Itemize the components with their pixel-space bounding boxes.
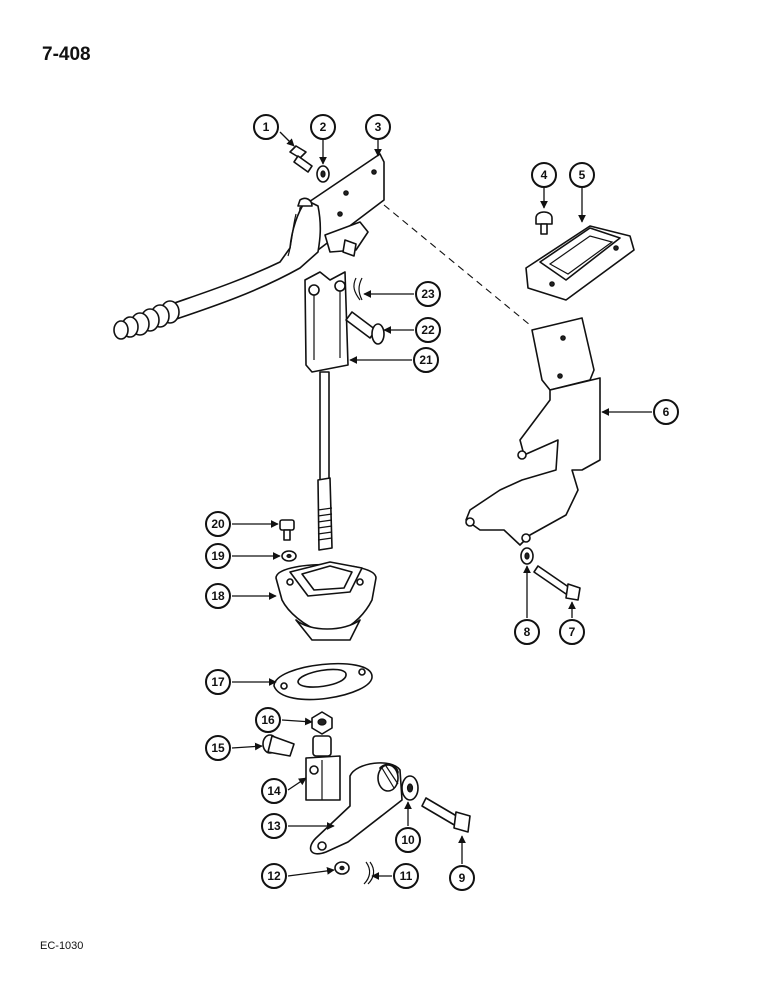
callout-10: 10	[395, 827, 421, 853]
svg-text:12: 12	[267, 869, 281, 883]
screw-part-4	[535, 211, 553, 235]
bracket-part-6	[465, 317, 601, 546]
callout-7: 7	[559, 619, 585, 645]
callout-11: 11	[393, 863, 419, 889]
pin-part-15	[262, 734, 295, 757]
leader-lines	[231, 131, 652, 880]
washer-part-8	[520, 547, 534, 565]
callout-19: 19	[205, 543, 231, 569]
footer-code: EC-1030	[40, 940, 84, 952]
svg-text:11: 11	[400, 869, 413, 883]
svg-text:23: 23	[421, 287, 435, 301]
callout-17: 17	[205, 669, 231, 695]
svg-text:16: 16	[261, 713, 275, 727]
callout-15: 15	[205, 735, 231, 761]
callout-23: 23	[415, 281, 441, 307]
svg-text:10: 10	[401, 833, 415, 847]
washer-part-19	[281, 550, 297, 562]
svg-text:5: 5	[579, 168, 586, 182]
svg-text:4: 4	[541, 168, 548, 182]
bolt-part-9	[421, 797, 471, 833]
clevis-part-14	[305, 735, 341, 801]
callout-16: 16	[255, 707, 281, 733]
fork-rod-part	[304, 271, 349, 551]
nut-part-16	[311, 711, 333, 735]
bolt-part-20	[279, 519, 295, 541]
svg-text:8: 8	[524, 625, 531, 639]
washer-part-12	[334, 861, 350, 875]
svg-text:1: 1	[263, 120, 270, 134]
washer-part-10	[401, 775, 419, 801]
gasket-part-17	[273, 662, 373, 701]
lever-boot-part	[113, 300, 180, 340]
svg-text:18: 18	[211, 589, 225, 603]
svg-text:9: 9	[459, 871, 466, 885]
bolt-part-7	[533, 565, 581, 601]
svg-text:15: 15	[211, 741, 225, 755]
svg-text:6: 6	[663, 405, 670, 419]
svg-text:21: 21	[419, 353, 433, 367]
lever-part-13	[309, 762, 403, 855]
gaiter-part-5	[525, 225, 635, 301]
callout-8: 8	[514, 619, 540, 645]
callout-4: 4	[531, 162, 557, 188]
bolt-part-1	[289, 145, 313, 173]
svg-text:22: 22	[421, 323, 435, 337]
svg-text:7: 7	[569, 625, 576, 639]
cotter-pin-part-11	[363, 861, 375, 885]
callout-21: 21	[413, 347, 439, 373]
callout-12: 12	[261, 863, 287, 889]
shift-lever-part	[113, 197, 322, 340]
callout-1: 1	[253, 114, 279, 140]
callout-20: 20	[205, 511, 231, 537]
callout-5: 5	[569, 162, 595, 188]
page-number: 7-408	[42, 44, 91, 65]
svg-text:2: 2	[320, 120, 327, 134]
callout-3: 3	[365, 114, 391, 140]
callout-13: 13	[261, 813, 287, 839]
washer-part-2	[316, 165, 330, 183]
svg-text:17: 17	[211, 675, 225, 689]
callout-6: 6	[653, 399, 679, 425]
svg-text:19: 19	[211, 549, 225, 563]
clevis-pin-part	[345, 311, 385, 345]
svg-text:13: 13	[267, 819, 281, 833]
callout-9: 9	[449, 865, 475, 891]
callout-18: 18	[205, 583, 231, 609]
alignment-dashed-line	[383, 204, 531, 326]
svg-text:3: 3	[375, 120, 382, 134]
callout-14: 14	[261, 778, 287, 804]
callout-22: 22	[415, 317, 441, 343]
svg-text:20: 20	[211, 517, 225, 531]
shift-housing-part-18	[275, 561, 377, 641]
cotter-pin-part	[353, 277, 363, 301]
callout-2: 2	[310, 114, 336, 140]
svg-text:14: 14	[267, 784, 281, 798]
